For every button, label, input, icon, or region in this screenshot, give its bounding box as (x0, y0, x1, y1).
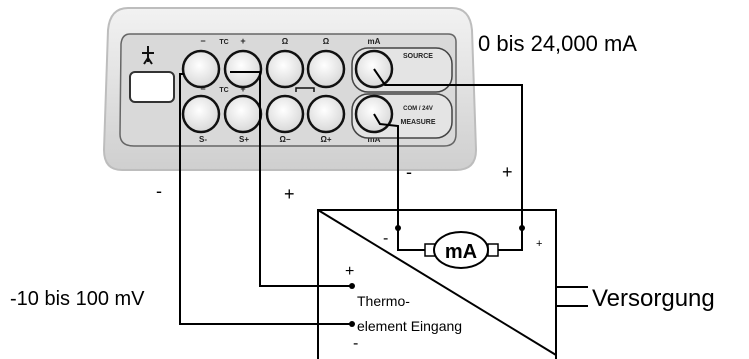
jack-label-s-minus: S- (199, 135, 207, 144)
jack-label-ma-top: mA (368, 37, 381, 46)
jack-label-ohm-1: Ω (282, 37, 289, 46)
wire-plus-label-left: + (284, 184, 295, 204)
wire-ma-measure (373, 113, 399, 228)
transmitter: mA - + + - Thermo- element Eingang (317, 209, 557, 359)
jack-s-plus[interactable] (223, 94, 263, 134)
jack-label-tc-plus-top: + (240, 36, 245, 46)
jack-ohm-minus[interactable] (265, 94, 305, 134)
jack-tc-minus[interactable] (181, 49, 221, 89)
jack-ohm-plus[interactable] (306, 94, 346, 134)
jack-row-bottom (181, 94, 394, 134)
meter-resistor-right (487, 243, 499, 257)
jack-label-s-plus: S+ (239, 135, 249, 144)
jack-ohm-2[interactable] (306, 49, 346, 89)
source-label: SOURCE (403, 53, 433, 60)
jack-label-tc-bottom: TC (219, 87, 228, 94)
input-range-label: -10 bis 100 mV (10, 288, 145, 310)
jack-row-top (181, 49, 394, 89)
junction-dot-plus (519, 225, 525, 231)
calibrator-instrument: − TC + Ω Ω mA − TC + S- S+ Ω− Ω+ mA SOUR… (102, 7, 478, 171)
jack-tc-plus[interactable] (223, 49, 263, 89)
wire-minus-label-left: - (156, 181, 162, 201)
instrument-button[interactable] (129, 71, 175, 103)
measure-top-label: COM / 24V (403, 106, 433, 112)
input-minus-sign: - (353, 335, 358, 352)
junction-dot-minus (395, 225, 401, 231)
wire-tc-plus (230, 71, 352, 287)
jack-label-ohm-plus: Ω+ (320, 135, 331, 144)
transmitter-diagonal (317, 209, 557, 356)
jack-label-ohm-2: Ω (323, 37, 330, 46)
transmitter-box (317, 209, 557, 359)
meter-label: mA (445, 241, 477, 263)
jack-s-minus[interactable] (181, 94, 221, 134)
wire-loop-minus (397, 228, 425, 251)
measure-label: MEASURE (400, 119, 435, 126)
jack-label-ma-bottom: mA (368, 135, 381, 144)
input-label-line1: Thermo- (357, 293, 410, 309)
current-meter (433, 231, 489, 269)
wire-tc-minus (179, 73, 352, 325)
loop-minus-sign: - (383, 230, 388, 247)
jack-label-tc-minus-bottom: − (200, 84, 205, 94)
input-dot-minus (349, 321, 355, 327)
source-range-label: 0 bis 24,000 mA (478, 31, 637, 56)
jack-label-ohm-minus: Ω− (279, 135, 290, 144)
ohm-bracket (295, 87, 315, 92)
input-label-line2: element Eingang (357, 318, 462, 334)
input-dot-plus (349, 283, 355, 289)
jack-ohm-1[interactable] (265, 49, 305, 89)
wires (179, 68, 588, 325)
jack-label-tc-plus-bottom: + (240, 84, 245, 94)
wire-plus-label-right: + (502, 162, 513, 182)
supply-label: Versorgung (592, 285, 715, 312)
input-plus-sign: + (345, 263, 354, 280)
wire-loop-plus (498, 228, 523, 251)
jack-label-tc-minus-top: − (200, 36, 205, 46)
wire-ma-source (373, 68, 523, 228)
jack-label-tc-top: TC (219, 39, 228, 46)
wire-minus-label-right: - (406, 162, 412, 182)
probe-icon (142, 46, 154, 65)
loop-plus-sign: + (536, 238, 542, 250)
